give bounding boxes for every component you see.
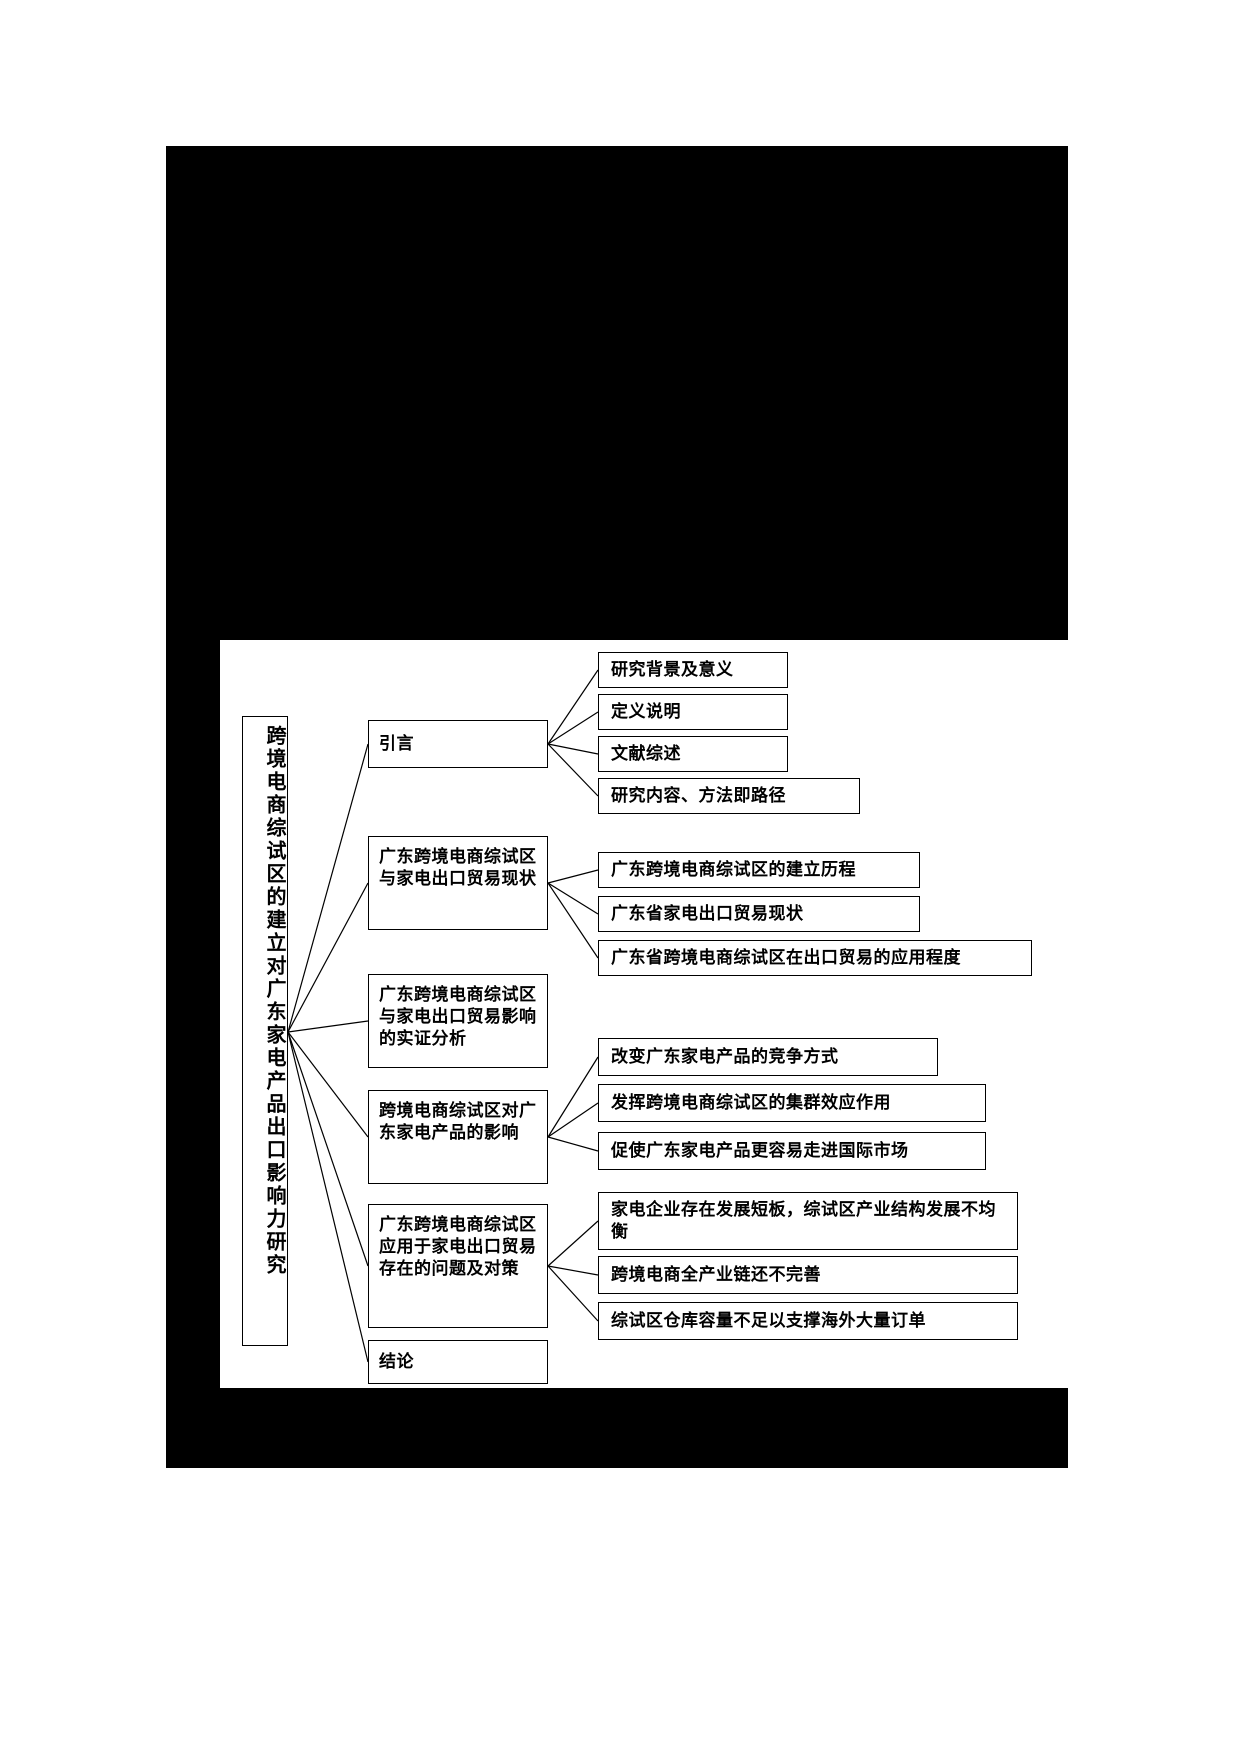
leaf-node-definitions[interactable]: 定义说明 <box>598 694 788 730</box>
diagram-canvas: 跨境电商综试区的建立对广东家电产品出口影响力研究 引言 广东跨境电商综试区与家电… <box>220 640 1068 1388</box>
root-node-title[interactable]: 跨境电商综试区的建立对广东家电产品出口影响力研究 <box>242 716 288 1346</box>
leaf-node-zone-history[interactable]: 广东跨境电商综试区的建立历程 <box>598 852 920 888</box>
leaf-node-competition-mode[interactable]: 改变广东家电产品的竞争方式 <box>598 1038 938 1076</box>
leaf-node-export-status[interactable]: 广东省家电出口贸易现状 <box>598 896 920 932</box>
branch-node-status[interactable]: 广东跨境电商综试区与家电出口贸易现状 <box>368 836 548 930</box>
leaf-node-cluster-effect[interactable]: 发挥跨境电商综试区的集群效应作用 <box>598 1084 986 1122</box>
branch-node-conclusion[interactable]: 结论 <box>368 1340 548 1384</box>
branch-node-impact[interactable]: 跨境电商综试区对广东家电产品的影响 <box>368 1090 548 1184</box>
leaf-node-application-degree[interactable]: 广东省跨境电商综试区在出口贸易的应用程度 <box>598 940 1032 976</box>
branch-node-intro[interactable]: 引言 <box>368 720 548 768</box>
leaf-node-international-market[interactable]: 促使广东家电产品更容易走进国际市场 <box>598 1132 986 1170</box>
branch-node-problems-countermeasures[interactable]: 广东跨境电商综试区应用于家电出口贸易存在的问题及对策 <box>368 1204 548 1328</box>
branch-node-empirical-analysis[interactable]: 广东跨境电商综试区与家电出口贸易影响的实证分析 <box>368 974 548 1068</box>
leaf-node-research-method[interactable]: 研究内容、方法即路径 <box>598 778 860 814</box>
leaf-node-literature-review[interactable]: 文献综述 <box>598 736 788 772</box>
leaf-node-development-shortcomings[interactable]: 家电企业存在发展短板，综试区产业结构发展不均衡 <box>598 1192 1018 1250</box>
leaf-node-warehouse-capacity[interactable]: 综试区仓库容量不足以支撑海外大量订单 <box>598 1302 1018 1340</box>
leaf-node-research-background[interactable]: 研究背景及意义 <box>598 652 788 688</box>
leaf-node-incomplete-supply-chain[interactable]: 跨境电商全产业链还不完善 <box>598 1256 1018 1294</box>
